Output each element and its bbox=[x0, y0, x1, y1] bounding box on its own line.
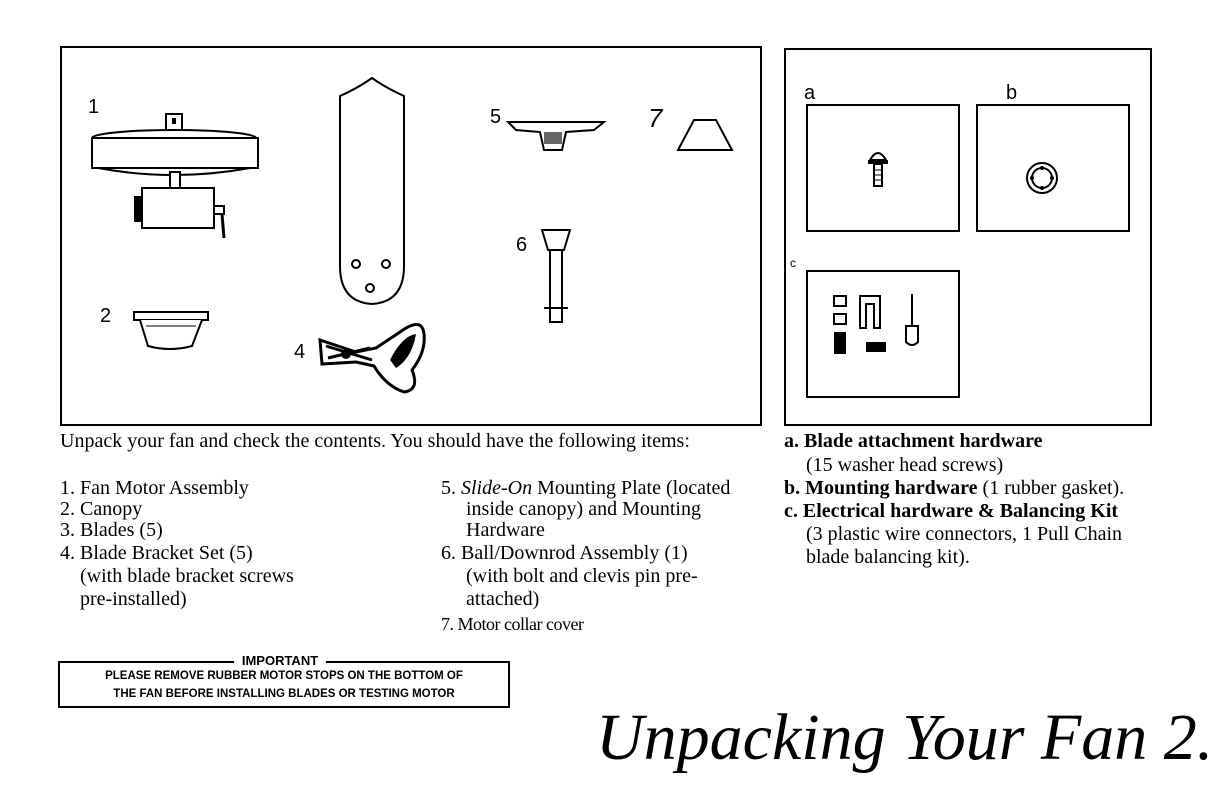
hardware-item-a-title: Blade attachment hardware bbox=[804, 430, 1043, 452]
hardware-item-b: b. Mounting hardware (1 rubber gasket). bbox=[784, 478, 1124, 499]
electrical-hardware-icon bbox=[833, 294, 919, 354]
list-item-6-line2: (with bolt and clevis pin pre- bbox=[466, 565, 698, 587]
hardware-item-c-label: c. bbox=[784, 500, 798, 522]
important-notice bbox=[58, 662, 510, 708]
list-item-5-italic: Slide-On bbox=[461, 477, 533, 499]
rubber-gasket-icon bbox=[1026, 162, 1058, 194]
important-heading: IMPORTANT bbox=[241, 653, 319, 668]
list-item-6: 6. Ball/Downrod Assembly (1) bbox=[441, 542, 688, 564]
blade-icon bbox=[339, 76, 405, 306]
hardware-item-c-title: Electrical hardware & Balancing Kit bbox=[802, 500, 1119, 522]
hardware-item-b-label: b. bbox=[784, 477, 801, 499]
hardware-letter-b: b bbox=[1006, 82, 1018, 104]
important-top-rule-right bbox=[326, 661, 510, 663]
part-number-2: 2 bbox=[100, 305, 112, 327]
motor-collar-cover-icon bbox=[676, 119, 734, 151]
part-number-7: 7 bbox=[648, 103, 663, 133]
list-item-4-detail-1: (with blade bracket screws bbox=[80, 565, 294, 587]
hardware-item-b-detail: (1 rubber gasket). bbox=[982, 477, 1125, 499]
part-number-6: 6 bbox=[516, 234, 528, 256]
hardware-item-c-detail-2: blade balancing kit). bbox=[806, 546, 970, 568]
canopy-icon bbox=[133, 311, 209, 350]
hardware-figure bbox=[784, 48, 1152, 426]
parts-figure bbox=[60, 46, 762, 426]
hardware-item-c: c. Electrical hardware & Balancing Kit bbox=[784, 501, 1118, 522]
list-item-5-rest: Mounting Plate (located bbox=[537, 477, 731, 499]
list-item-7: 7. Motor collar cover bbox=[441, 614, 584, 634]
intro-text: Unpack your fan and check the contents. … bbox=[60, 430, 690, 452]
mounting-plate-icon bbox=[505, 121, 607, 151]
hardware-item-c-detail-1: (3 plastic wire connectors, 1 Pull Chain bbox=[806, 523, 1123, 545]
hardware-letter-a: a bbox=[804, 82, 816, 104]
list-item-5-line3: Hardware bbox=[466, 519, 545, 541]
fan-motor-assembly-icon bbox=[91, 113, 259, 239]
important-top-rule-left bbox=[58, 661, 234, 663]
downrod-icon bbox=[540, 229, 572, 323]
hardware-box-a bbox=[806, 104, 960, 232]
list-item-6-line3: attached) bbox=[466, 588, 540, 610]
list-item-4-detail-2: pre-installed) bbox=[80, 588, 187, 610]
list-item-2: 2. Canopy bbox=[60, 498, 143, 520]
important-line-1: PLEASE REMOVE RUBBER MOTOR STOPS ON THE … bbox=[105, 670, 463, 682]
list-item-5: 5. Slide-On Mounting Plate (located bbox=[441, 478, 730, 499]
list-item-5-line2: inside canopy) and Mounting bbox=[466, 498, 701, 520]
important-line-2: THE FAN BEFORE INSTALLING BLADES OR TEST… bbox=[113, 688, 455, 700]
hardware-item-a-label: a. bbox=[784, 430, 799, 452]
list-item-5-number: 5. bbox=[441, 477, 456, 499]
hardware-item-a-detail: (15 washer head screws) bbox=[806, 454, 1004, 476]
list-item-3: 3. Blades (5) bbox=[60, 519, 163, 541]
list-item-4: 4. Blade Bracket Set (5) bbox=[60, 542, 253, 564]
hardware-item-a: a. Blade attachment hardware bbox=[784, 431, 1043, 452]
hardware-box-c bbox=[806, 270, 960, 398]
part-number-5: 5 bbox=[490, 106, 502, 128]
list-item-1: 1. Fan Motor Assembly bbox=[60, 477, 249, 499]
screw-icon bbox=[868, 152, 888, 187]
blade-bracket-icon bbox=[318, 323, 426, 394]
part-number-4: 4 bbox=[294, 341, 306, 363]
hardware-letter-c: c bbox=[790, 256, 796, 270]
part-number-1: 1 bbox=[88, 96, 100, 118]
hardware-box-b bbox=[976, 104, 1130, 232]
hardware-item-b-title: Mounting hardware bbox=[805, 477, 978, 499]
page-title: Unpacking Your Fan 2. bbox=[596, 701, 1214, 774]
